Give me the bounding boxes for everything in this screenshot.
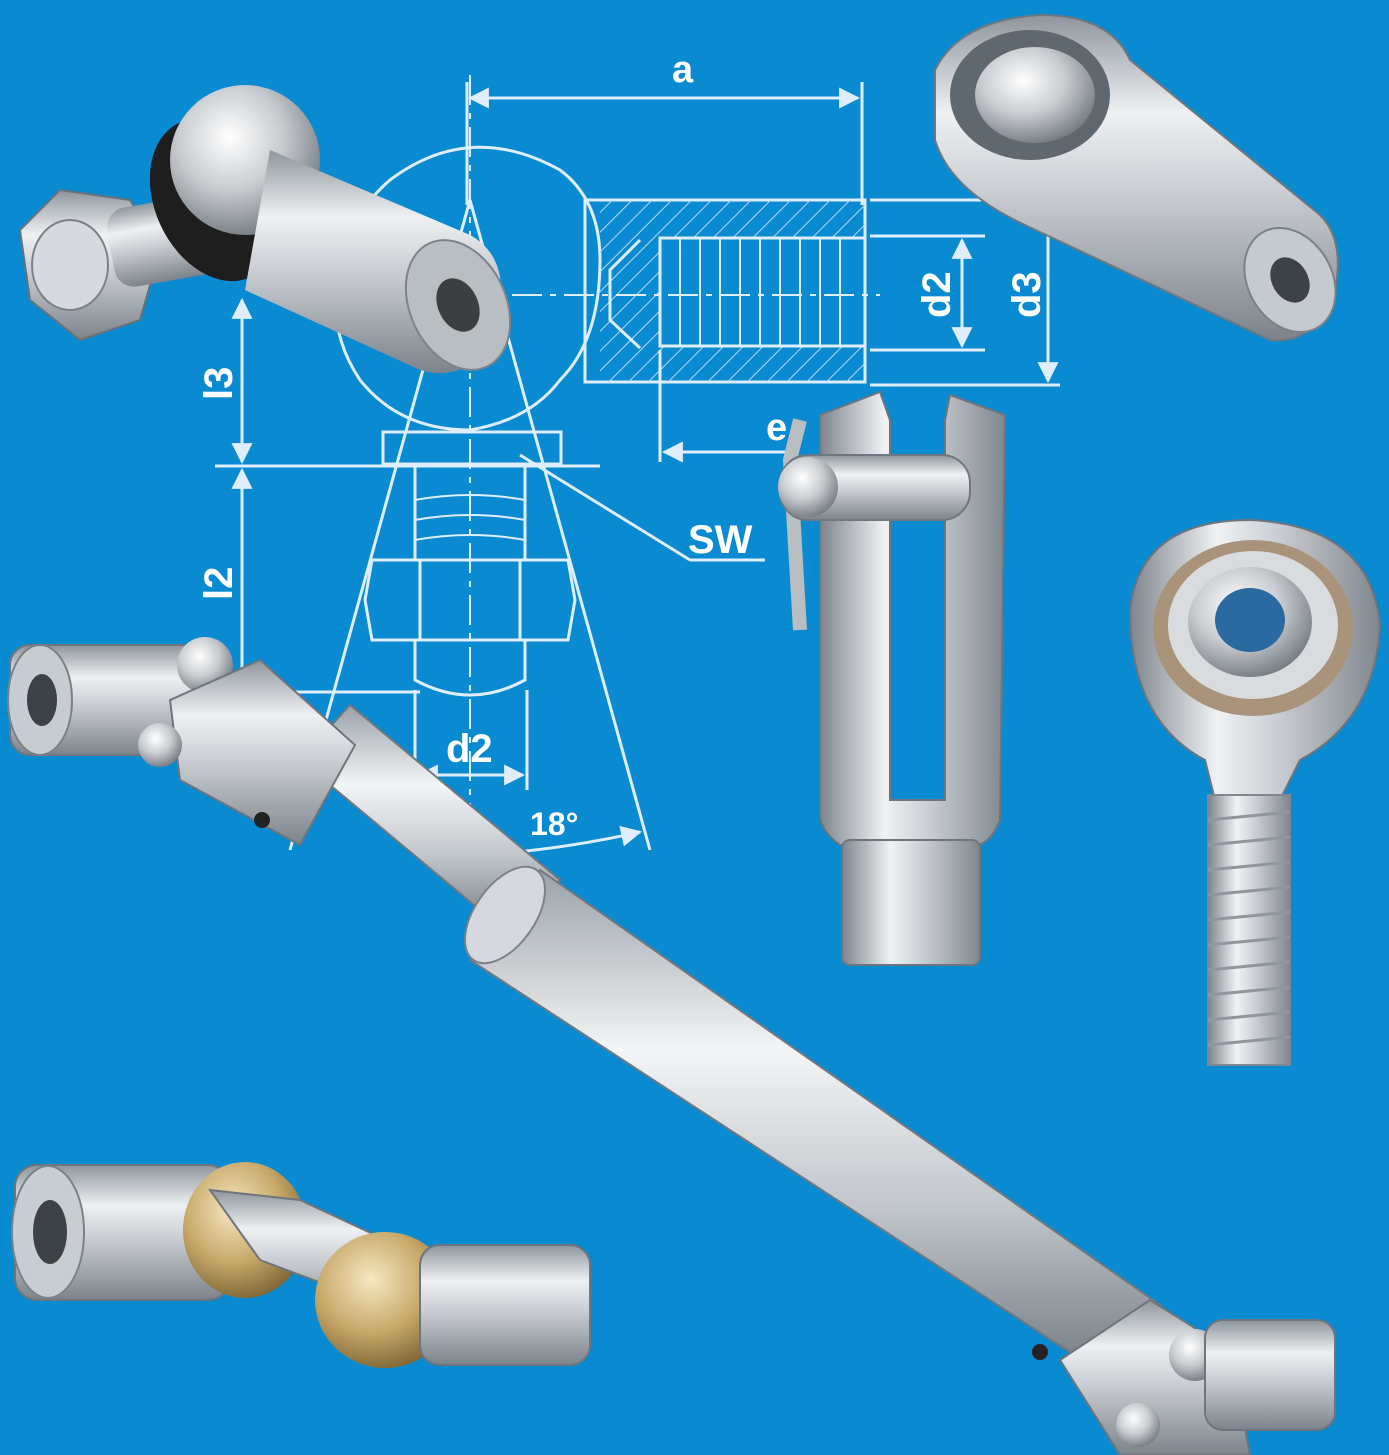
dimension-label-l2: l2 (197, 567, 241, 600)
universal-joint (11, 1162, 591, 1368)
telescopic-cardan-shaft (7, 637, 1336, 1455)
clevis-fork-with-pin (778, 390, 1007, 966)
dimension-label-e: e (766, 407, 787, 449)
dimension-label-l3: l3 (197, 367, 241, 400)
dimension-label-d3: d3 (1005, 271, 1049, 318)
dimension-label-sw: SW (688, 518, 753, 562)
dimension-label-d2-bottom: d2 (446, 727, 493, 771)
dimension-label-angle: 18° (530, 806, 578, 842)
rod-end-bearing (1128, 518, 1382, 1066)
dimension-label-d2-right: d2 (915, 271, 959, 318)
drawing-labels: a d2 d3 l3 l2 e SW d2 18° (197, 49, 1049, 842)
ball-socket (934, 13, 1339, 342)
dimension-label-a: a (672, 49, 694, 91)
angle-joint-with-nut (18, 85, 512, 374)
